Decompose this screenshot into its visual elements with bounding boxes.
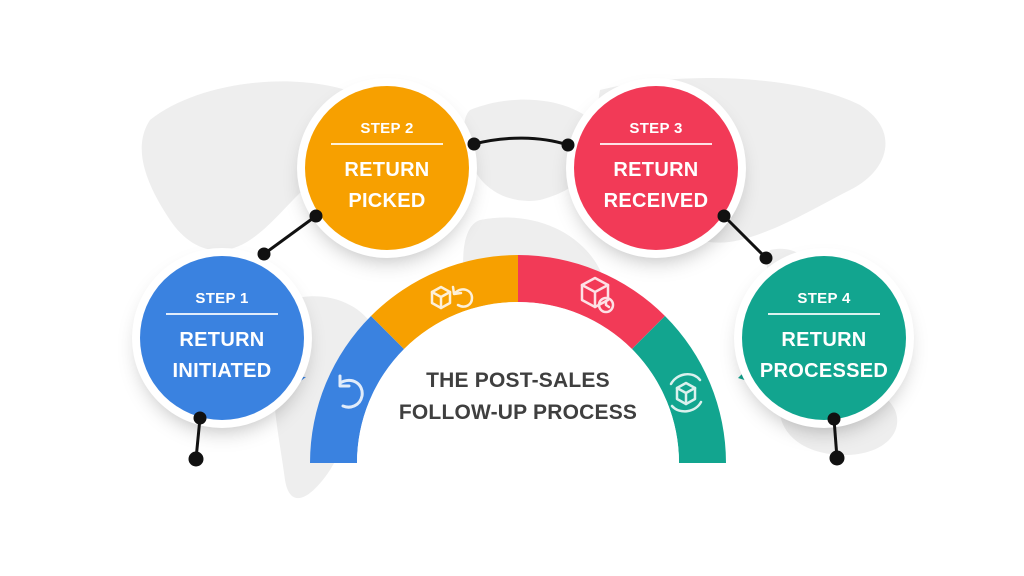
- step-1-bubble: STEP 1 RETURN INITIATED: [140, 256, 304, 420]
- step-4-title-line2: PROCESSED: [759, 359, 889, 382]
- step-3-title-line1: RETURN: [613, 158, 699, 181]
- step-2-title-line1: RETURN: [344, 158, 430, 181]
- step-2-title-line2: PICKED: [348, 189, 426, 212]
- step-4-bubble: STEP 4 RETURN PROCESSED: [742, 256, 906, 420]
- step-2-label: STEP 2: [331, 120, 443, 145]
- step-1-title-line2: INITIATED: [172, 359, 272, 382]
- box-return-icon: [430, 285, 474, 310]
- arc-segment-step-1: [310, 316, 404, 463]
- return-arrow-icon: [338, 374, 364, 409]
- package-time-icon: [580, 276, 615, 314]
- hub-title-line1: THE POST-SALES: [426, 369, 610, 392]
- arc-segment-step-2: [371, 255, 518, 349]
- step-1-label: STEP 1: [166, 290, 278, 315]
- hub-title-line2: FOLLOW-UP PROCESS: [398, 401, 638, 424]
- box-cycle-icon: [669, 372, 703, 413]
- step-4-title-line1: RETURN: [781, 328, 867, 351]
- hub-title: THE POST-SALES FOLLOW-UP PROCESS: [368, 365, 668, 429]
- step-4-label: STEP 4: [768, 290, 880, 315]
- step-3-bubble: STEP 3 RETURN RECEIVED: [574, 86, 738, 250]
- step-3-label: STEP 3: [600, 120, 712, 145]
- step-3-title-line2: RECEIVED: [603, 189, 709, 212]
- step-2-bubble: STEP 2 RETURN PICKED: [305, 86, 469, 250]
- step-1-title-line1: RETURN: [179, 328, 265, 351]
- arc-segment-step-3: [518, 255, 665, 349]
